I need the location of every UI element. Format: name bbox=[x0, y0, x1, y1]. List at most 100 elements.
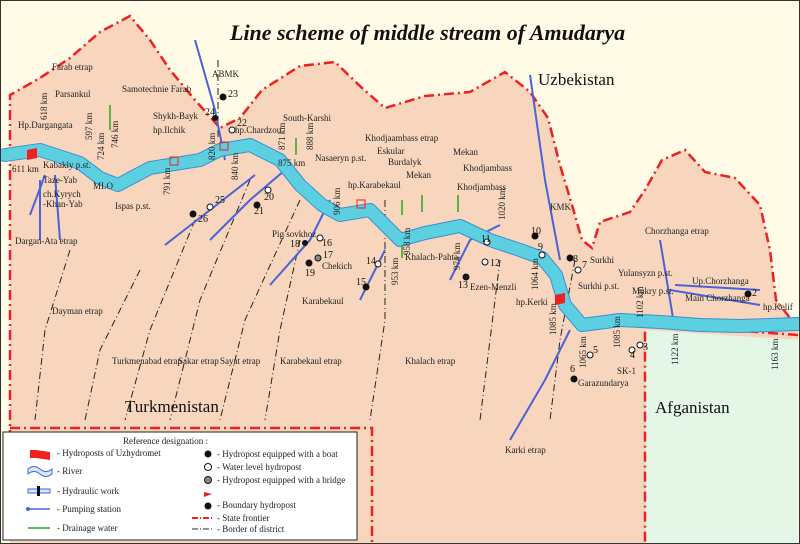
legend: Reference designation : - Hydroposts of … bbox=[2, 431, 358, 541]
map-label: 958 km bbox=[402, 228, 412, 255]
map-label: Mekan bbox=[453, 147, 478, 157]
map-label: Karabekaul etrap bbox=[280, 356, 342, 366]
map-label: 9 bbox=[538, 242, 543, 253]
map-label: MLO bbox=[93, 181, 114, 191]
map-label: 724 km bbox=[96, 133, 106, 160]
map-label: 1065 km bbox=[578, 336, 588, 368]
map-label: hp.Karabekaul bbox=[348, 180, 401, 190]
map-label: 16 bbox=[322, 238, 332, 249]
map-label: 597 km bbox=[84, 113, 94, 140]
map-label: 611 km bbox=[12, 164, 39, 174]
map-label: Sakar etrap bbox=[178, 356, 219, 366]
map-label: Samotechnie Farab bbox=[122, 84, 192, 94]
km-labels: 618 km 597 km 611 km 724 km 746 km 791 k… bbox=[12, 93, 780, 370]
map-label: 906 km bbox=[332, 188, 342, 215]
map-label: Sayat etrap bbox=[220, 356, 261, 366]
map-label: - Hydropost equipped with a bridge bbox=[217, 475, 345, 485]
map-label: ABMK bbox=[212, 69, 240, 79]
hydropost-flags bbox=[27, 141, 565, 305]
map-label: 7 bbox=[582, 260, 587, 271]
map-label: 18 bbox=[290, 239, 300, 250]
map-label: 871 km bbox=[277, 123, 287, 150]
map-label: - River bbox=[57, 466, 82, 476]
map-label: 15 bbox=[356, 277, 366, 288]
map-label: - State frontier bbox=[217, 513, 269, 523]
map-label: Up.Chorzhanga bbox=[692, 276, 749, 286]
map-label: Chekich bbox=[322, 261, 352, 271]
map-label: 840 km bbox=[230, 153, 240, 180]
map-label: 820 km bbox=[207, 133, 217, 160]
land-area bbox=[10, 16, 798, 544]
map-label: - Pumping station bbox=[57, 504, 122, 514]
map-label: 1085 km bbox=[548, 303, 558, 335]
map-label: Surkhi p.st. bbox=[578, 281, 619, 291]
map-label: Khalach-Pahta bbox=[405, 252, 458, 262]
map-label: ch.Kyrych bbox=[43, 189, 81, 199]
map-label: 1064 km bbox=[530, 258, 540, 290]
map-label: 1085 km bbox=[612, 316, 622, 348]
map-label: 12 bbox=[490, 258, 500, 269]
map-label: Pig sovkhoz bbox=[272, 229, 316, 239]
map-label: 4 bbox=[630, 350, 635, 361]
map-label: hp.Kelif bbox=[763, 302, 793, 312]
map-title: Line scheme of middle stream of Amudarya bbox=[229, 20, 625, 45]
bridge-hydropost-icon bbox=[204, 476, 212, 484]
map-label: 6 bbox=[570, 364, 575, 375]
map-label: 10 bbox=[531, 226, 541, 237]
map-label: 1122 km bbox=[670, 334, 680, 365]
map-label: Mukry p.st. bbox=[632, 286, 674, 296]
map-label: - Drainage water bbox=[57, 523, 117, 533]
map-label: Hp.Dargangata bbox=[18, 120, 73, 130]
country-afganistan: Afganistan bbox=[655, 398, 730, 417]
map-label: Turkmenabad etrap bbox=[112, 356, 182, 366]
map-label: 19 bbox=[305, 268, 315, 279]
river-icon bbox=[27, 466, 53, 477]
map-label: hp.Kerki bbox=[516, 297, 548, 307]
map-label: 13 bbox=[458, 280, 468, 291]
state-frontier bbox=[8, 14, 791, 540]
map-label: 20 bbox=[264, 192, 274, 203]
map-label: 3 bbox=[643, 342, 648, 353]
map-label: hp.Ilchik bbox=[153, 125, 186, 135]
map-label: Burdalyk bbox=[388, 157, 422, 167]
map-label: 22 bbox=[237, 118, 247, 129]
map-label: 21 bbox=[254, 206, 264, 217]
map-label: Dargan-Ata etrap bbox=[15, 236, 78, 246]
map-label: Surkhi bbox=[590, 255, 615, 265]
map-label: - Hydraulic work bbox=[57, 486, 119, 496]
map-label: - Hydropost equipped with a boat bbox=[217, 449, 338, 459]
map-label: Eskular bbox=[377, 146, 405, 156]
map-label: - Border of district bbox=[217, 524, 285, 534]
map-label: SK-1 bbox=[617, 366, 636, 376]
map-label: 17 bbox=[323, 250, 333, 261]
map-label: 25 bbox=[215, 195, 225, 206]
drainage-markers bbox=[109, 105, 459, 258]
map-label: Mekan bbox=[406, 170, 431, 180]
map-label: Ezen-Menzli bbox=[470, 282, 517, 292]
map-label: KMK bbox=[550, 202, 572, 212]
map-label: hp.Chardzou bbox=[235, 125, 282, 135]
map-label: 1163 km bbox=[770, 339, 780, 370]
map-label: 11 bbox=[481, 234, 491, 245]
place-labels: Farab etrap ABMK Samotechnie Farab Parsa… bbox=[15, 62, 793, 455]
map-label: Shykh-Bayk bbox=[153, 111, 199, 121]
map-label: Dayman etrap bbox=[52, 306, 103, 316]
map-label: 14 bbox=[366, 256, 376, 267]
map-label: 5 bbox=[593, 345, 598, 356]
map-label: Khodjambass bbox=[457, 182, 506, 192]
map-label: Khodjaambass etrap bbox=[365, 133, 439, 143]
uzhydromet-flag-icon bbox=[30, 450, 50, 460]
map-label: 24 bbox=[205, 107, 215, 118]
map-label: 791 km bbox=[162, 168, 172, 195]
map-label: Yulansyzn p.st. bbox=[618, 268, 673, 278]
map-label: Main Chorzhanga bbox=[685, 293, 750, 303]
map-label: Reference designation : bbox=[123, 436, 208, 446]
map-label: Garazundarya bbox=[578, 378, 628, 388]
map-label: Taze-Yab bbox=[43, 175, 77, 185]
map-label: 953 km bbox=[390, 258, 400, 285]
map-label: 618 km bbox=[39, 93, 49, 120]
map-label: Farab etrap bbox=[52, 62, 93, 72]
